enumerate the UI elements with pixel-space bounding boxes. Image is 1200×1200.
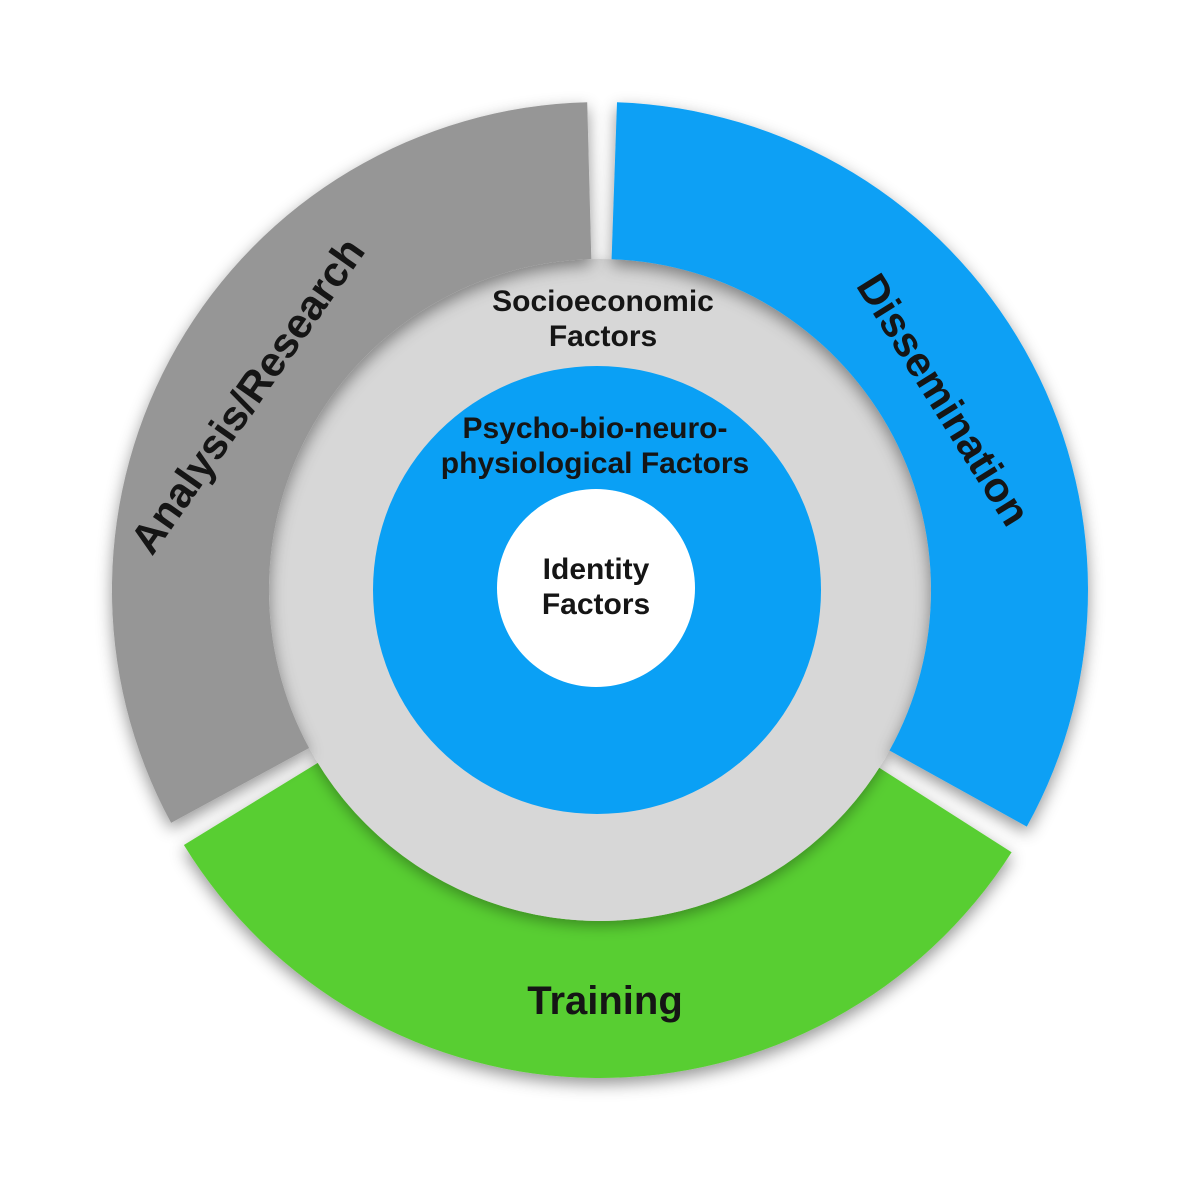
segment-analysis-research	[111, 102, 592, 823]
disc-identity	[497, 489, 695, 687]
label-socioeconomic-factors: Socioeconomic Factors	[492, 285, 714, 353]
segment-training	[183, 762, 1012, 1079]
segment-dissemination	[611, 102, 1088, 827]
label-identity-factors: Identity Factors	[541, 553, 651, 621]
label-training: Training	[527, 978, 683, 1023]
label-psycho-bio-neuro-physiological-factors: Psycho-bio-neuro- physiological Factors	[440, 412, 750, 480]
